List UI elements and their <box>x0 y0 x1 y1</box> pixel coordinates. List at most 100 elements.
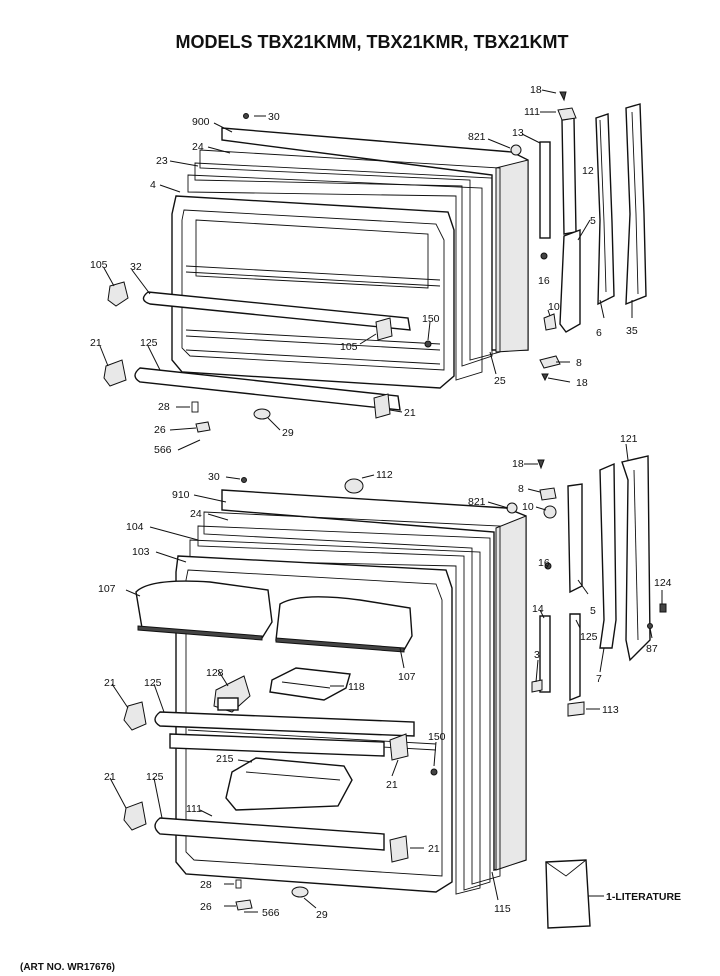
callout-bottom-26: 26 <box>200 901 212 913</box>
callout-bottom-14: 14 <box>532 603 544 615</box>
callout-top-821: 821 <box>468 131 486 143</box>
callout-top-566: 566 <box>154 444 172 456</box>
callout-bottom-910: 910 <box>172 489 190 501</box>
callout-bottom-21c: 21 <box>104 771 116 783</box>
callouts-freezer: 18 111 900 30 821 13 12 24 23 4 5 16 105… <box>90 84 638 456</box>
fresh-food-shelf-bar-lower <box>154 817 385 851</box>
fresh-food-handle-7 <box>599 462 617 649</box>
callout-top-18b: 18 <box>576 377 588 389</box>
callout-bottom-3: 3 <box>534 649 540 661</box>
callout-top-105b: 105 <box>340 341 358 353</box>
callout-top-24: 24 <box>192 141 204 153</box>
callout-bottom-112: 112 <box>376 469 393 481</box>
freezer-door-liner <box>171 195 455 389</box>
callout-top-125: 125 <box>140 337 158 349</box>
callout-bottom-125a: 125 <box>580 631 598 643</box>
callout-bottom-128: 128 <box>206 667 224 679</box>
fresh-food-shelf-bar-upper <box>154 711 415 737</box>
dairy-bin-left <box>135 580 273 639</box>
freezer-outer-door-edge <box>495 159 529 353</box>
callout-top-32: 32 <box>130 261 142 273</box>
fresh-food-door-assembly <box>123 455 667 929</box>
freezer-bracket-right-upper <box>375 317 393 341</box>
fresh-food-shelf-bar-middle <box>169 733 385 757</box>
callout-bottom-18: 18 <box>512 458 524 470</box>
callout-top-8: 8 <box>576 357 582 369</box>
callout-bottom-21b: 21 <box>386 779 398 791</box>
callouts-fresh-food: 30 112 18 121 910 8 821 10 24 104 103 16… <box>98 433 672 921</box>
freezer-hinge-plate-12 <box>561 117 577 235</box>
callout-top-18a: 18 <box>530 84 542 96</box>
callout-top-12: 12 <box>582 165 594 177</box>
callout-bottom-113: 113 <box>602 704 619 716</box>
egg-tray <box>269 667 351 701</box>
callout-bottom-7: 7 <box>596 673 602 685</box>
callout-bottom-125b: 125 <box>144 677 162 689</box>
freezer-handle-6 <box>595 113 615 306</box>
callout-top-23: 23 <box>156 155 168 167</box>
callout-bottom-107b: 107 <box>398 671 416 683</box>
freezer-bracket-right-lower <box>373 393 391 419</box>
freezer-hinge-pin-13 <box>539 141 551 239</box>
literature-label: 1-LITERATURE <box>606 891 681 903</box>
freezer-bracket-left-lower <box>103 359 127 387</box>
literature-envelope <box>545 859 591 929</box>
callout-top-6: 6 <box>596 327 602 339</box>
callout-bottom-111: 111 <box>186 803 202 815</box>
callout-bottom-104: 104 <box>126 521 144 533</box>
callout-top-105a: 105 <box>90 259 108 271</box>
callout-bottom-103: 103 <box>132 546 150 558</box>
callout-bottom-8: 8 <box>518 483 524 495</box>
callout-top-13: 13 <box>512 127 524 139</box>
callout-top-10: 10 <box>548 301 560 313</box>
callout-top-28: 28 <box>158 401 170 413</box>
callout-top-900: 900 <box>192 116 210 128</box>
freezer-gasket <box>199 149 501 361</box>
callout-top-5: 5 <box>590 215 596 227</box>
callout-bottom-124: 124 <box>654 577 672 589</box>
callout-bottom-821: 821 <box>468 496 486 508</box>
callout-bottom-87: 87 <box>646 643 658 655</box>
callout-top-150: 150 <box>422 313 440 325</box>
callout-top-30: 30 <box>268 111 280 123</box>
callout-bottom-30: 30 <box>208 471 220 483</box>
callout-bottom-215: 215 <box>216 753 234 765</box>
callout-bottom-107a: 107 <box>98 583 116 595</box>
callout-top-35: 35 <box>626 325 638 337</box>
door-bin-215 <box>225 757 353 811</box>
callout-bottom-10: 10 <box>522 501 534 513</box>
art-number: (ART NO. WR17676) <box>20 962 115 973</box>
callout-top-25: 25 <box>494 375 506 387</box>
leader-lines <box>99 89 663 913</box>
callout-top-26: 26 <box>154 424 166 436</box>
callout-top-111: 111 <box>524 106 540 118</box>
callout-bottom-121: 121 <box>620 433 638 445</box>
callout-bottom-24: 24 <box>190 508 202 520</box>
callout-bottom-21d: 21 <box>428 843 440 855</box>
callout-top-21a: 21 <box>90 337 102 349</box>
callout-bottom-115: 115 <box>494 903 511 915</box>
callout-bottom-5: 5 <box>590 605 596 617</box>
freezer-liner-frame <box>187 174 483 381</box>
callout-bottom-566: 566 <box>262 907 280 919</box>
callout-bottom-28: 28 <box>200 879 212 891</box>
freezer-shelf-bar-upper <box>142 291 411 331</box>
diagram-title: MODELS TBX21KMM, TBX21KMR, TBX21KMT <box>175 32 568 52</box>
freezer-gasket-inner <box>194 162 493 367</box>
callout-bottom-21a: 21 <box>104 677 116 689</box>
callout-top-21b: 21 <box>404 407 416 419</box>
callout-bottom-125c: 125 <box>146 771 164 783</box>
callout-bottom-29: 29 <box>316 909 328 921</box>
callout-top-4: 4 <box>150 179 156 191</box>
freezer-hinge-5 <box>559 228 581 333</box>
freezer-bracket-left-upper <box>107 281 129 307</box>
callout-bottom-118: 118 <box>348 681 365 693</box>
freezer-door-assembly <box>103 91 647 433</box>
dairy-bin-right <box>275 596 413 651</box>
callout-top-29: 29 <box>282 427 294 439</box>
callout-bottom-150: 150 <box>428 731 446 743</box>
freezer-shelf-bar-lower <box>134 367 401 411</box>
callout-top-16: 16 <box>538 275 550 287</box>
callout-bottom-16: 16 <box>538 557 550 569</box>
